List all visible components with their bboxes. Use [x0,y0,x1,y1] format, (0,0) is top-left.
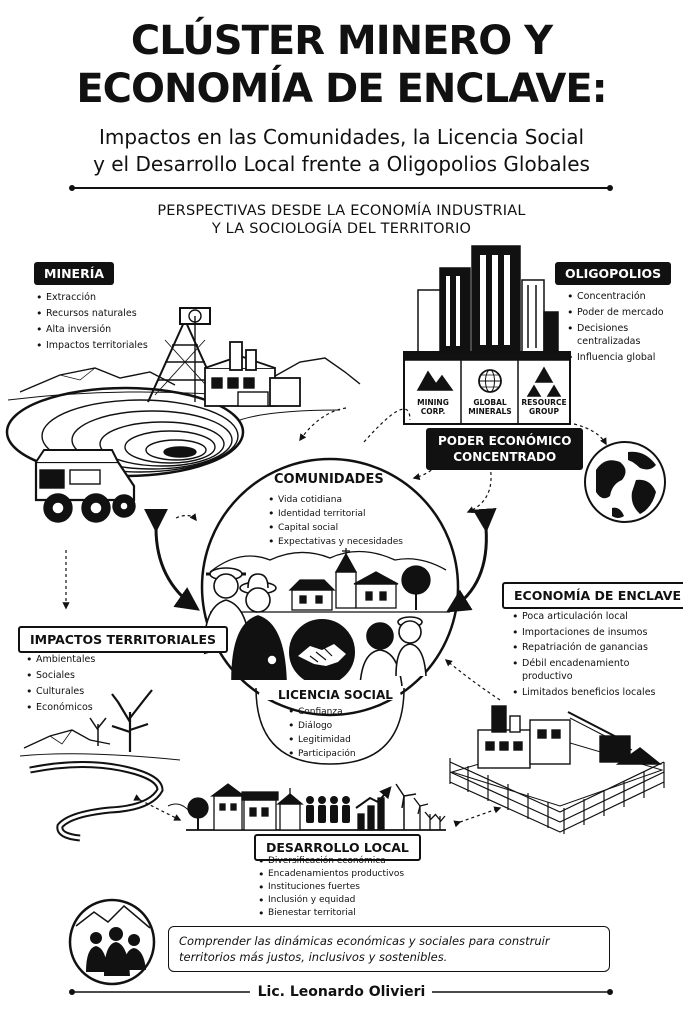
list-item: Vida cotidiana [266,493,426,507]
list-item: Poca articulación local [510,610,670,624]
list-item: Extracción [34,290,184,306]
social-license-frame [255,687,405,765]
list-item: Importaciones de insumos [510,626,670,640]
village-illustration [209,548,450,613]
list-item: Influencia global [565,351,675,364]
list-item: Diálogo [286,719,386,733]
list-item: Débil encadenamiento productivo [510,657,640,684]
list-item: Recursos naturales [34,306,184,322]
comunidades-list: Vida cotidiana Identidad territorial Cap… [266,493,426,549]
flow-arrows [62,407,607,828]
subtitle-line-2: y el Desarrollo Local frente a Oligopoli… [93,152,590,176]
handshake-icon [289,619,355,685]
list-item: Instituciones fuertes [256,881,456,894]
globe-icon [584,441,666,523]
corp-label-mining: MINING CORP. [417,398,449,416]
list-item: Encadenamientos productivos [256,868,456,881]
list-item: Diversificación económica [256,855,456,868]
list-item: Repatriación de ganancias [510,641,670,655]
impactos-list: Ambientales Sociales Culturales Económic… [24,652,144,716]
list-item: Concentración [565,290,675,303]
mineria-label: MINERÍA [34,262,115,285]
author-name: Lic. Leonardo Olivieri [257,984,426,1000]
enclave-illustration [449,705,665,834]
skyline-illustration [403,245,571,425]
list-item: Decisiones centralizadas [565,322,645,348]
list-item: Sociales [24,668,144,684]
list-item: Poder de mercado [565,306,675,319]
perspective-line-2: Y LA SOCIOLOGÍA DEL TERRITORIO [211,221,472,237]
oligopolios-label: OLIGOPOLIOS [555,262,672,285]
corp-label-global: GLOBAL MINERALS [468,398,512,416]
list-item: Culturales [24,684,144,700]
corp-label-resource: RESOURCE GROUP [521,398,567,416]
mining-illustration [5,307,361,523]
list-item: Legitimidad [286,733,386,747]
author-divider [69,989,613,995]
list-item: Capital social [266,521,426,535]
poder-label: PODER ECONÓMICO CONCENTRADO [426,428,584,470]
oligopolios-list: Concentración Poder de mercado Decisione… [565,290,675,364]
footer-community-icon [68,898,156,986]
list-item: Alta inversión [34,322,184,338]
local-development-illustration [186,783,446,831]
title-line-1: CLÚSTER MINERO Y [130,18,553,64]
list-item: Bienestar territorial [256,907,456,920]
subtitle-line-1: Impactos en las Comunidades, la Licencia… [98,125,585,149]
community-people [203,567,427,687]
list-item: Económicos [24,700,144,716]
enclave-label: ECONOMÍA DE ENCLAVE [502,582,683,609]
desarrollo-list: Diversificación económica Encadenamiento… [256,855,456,920]
list-item: Participación [286,747,386,761]
mineria-list: Extracción Recursos naturales Alta inver… [34,290,184,354]
list-item: Expectativas y necesidades [266,535,426,549]
list-item: Inclusión y equidad [256,894,456,907]
list-item: Impactos territoriales [34,338,184,354]
perspective-line-1: PERSPECTIVAS DESDE LA ECONOMÍA INDUSTRIA… [157,203,526,219]
licencia-list: Confianza Diálogo Legitimidad Participac… [286,705,386,761]
licencia-label: LICENCIA SOCIAL [278,688,393,702]
footer-quote: Comprender las dinámicas económicas y so… [168,926,610,972]
list-item: Identidad territorial [266,507,426,521]
social-license-arc [258,680,402,700]
title-line-2: ECONOMÍA DE ENCLAVE: [76,66,607,112]
impactos-label: IMPACTOS TERRITORIALES [18,626,229,653]
list-item: Ambientales [24,652,144,668]
title-divider [69,185,613,191]
list-item: Limitados beneficios locales [510,686,670,700]
enclave-list: Poca articulación local Importaciones de… [510,610,670,699]
list-item: Confianza [286,705,386,719]
comunidades-label: COMUNIDADES [274,472,384,487]
